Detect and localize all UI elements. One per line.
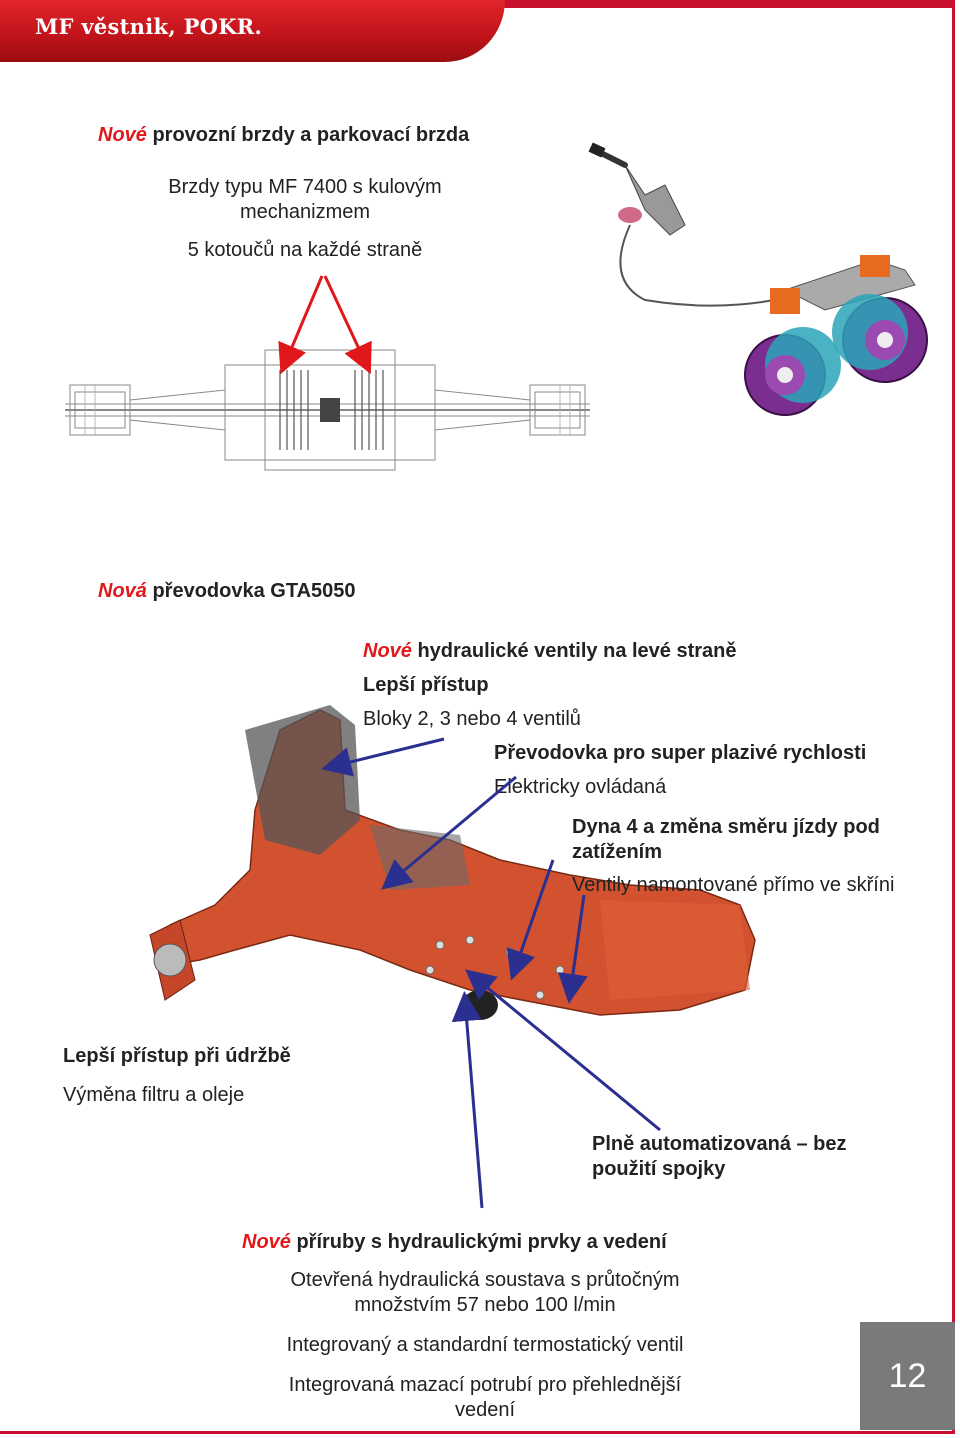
gearbox-image: [149, 705, 756, 1020]
thermostatic-valve-text: Integrovaný a standardní termostatický v…: [286, 1334, 684, 1356]
automated-text-line2: použití spojky: [592, 1158, 726, 1180]
brakes-line3: 5 kotoučů na každé straně: [187, 239, 423, 261]
open-system-line1: Otevřená hydraulická soustava s průtočný…: [290, 1269, 680, 1291]
gearbox-heading: Nová převodovka GTA5050: [98, 580, 356, 602]
axle-cross-section-image: [65, 349, 590, 471]
brakes-line2: mechanizmem: [239, 201, 371, 223]
dyna-text-line1: Dyna 4 a změna směru jízdy pod: [572, 816, 880, 838]
brakes-line1: Brzdy typu MF 7400 s kulovým: [168, 176, 442, 198]
header-banner: MF věstnik, POKR.: [0, 0, 505, 62]
valves-heading: Nové hydraulické ventily na levé straně: [363, 640, 737, 662]
header-strip: [495, 0, 955, 8]
mounted-valves-text: Ventily namontované přímo ve skříni: [572, 874, 895, 896]
lube-line2: vedení: [454, 1399, 516, 1421]
brake-mechanism-image: [588, 142, 928, 416]
creeper-text: Převodovka pro super plazivé rychlosti: [494, 742, 867, 764]
brakes-pointer-arrows: [278, 275, 372, 375]
electric-text: Elektricky ovládaná: [494, 776, 667, 798]
filter-text: Výměna filtru a oleje: [63, 1084, 245, 1106]
blocks-text: Bloky 2, 3 nebo 4 ventilů: [363, 708, 581, 730]
page-number: 12: [860, 1322, 955, 1430]
access-text: Lepší přístup: [363, 674, 489, 696]
automated-text-line1: Plně automatizovaná – bez: [592, 1133, 847, 1155]
lube-line1: Integrovaná mazací potrubí pro přehledně…: [288, 1374, 682, 1396]
header-title: MF věstnik, POKR.: [35, 14, 263, 39]
open-system-line2: množstvím 57 nebo 100 l/min: [354, 1294, 616, 1316]
maintenance-heading: Lepší přístup při údržbě: [63, 1045, 291, 1067]
brakes-heading: Nové provozní brzdy a parkovací brzda: [98, 124, 470, 146]
dyna-text-line2: zatížením: [572, 841, 663, 863]
flanges-heading: Nové příruby s hydraulickými prvky a ved…: [242, 1231, 667, 1253]
